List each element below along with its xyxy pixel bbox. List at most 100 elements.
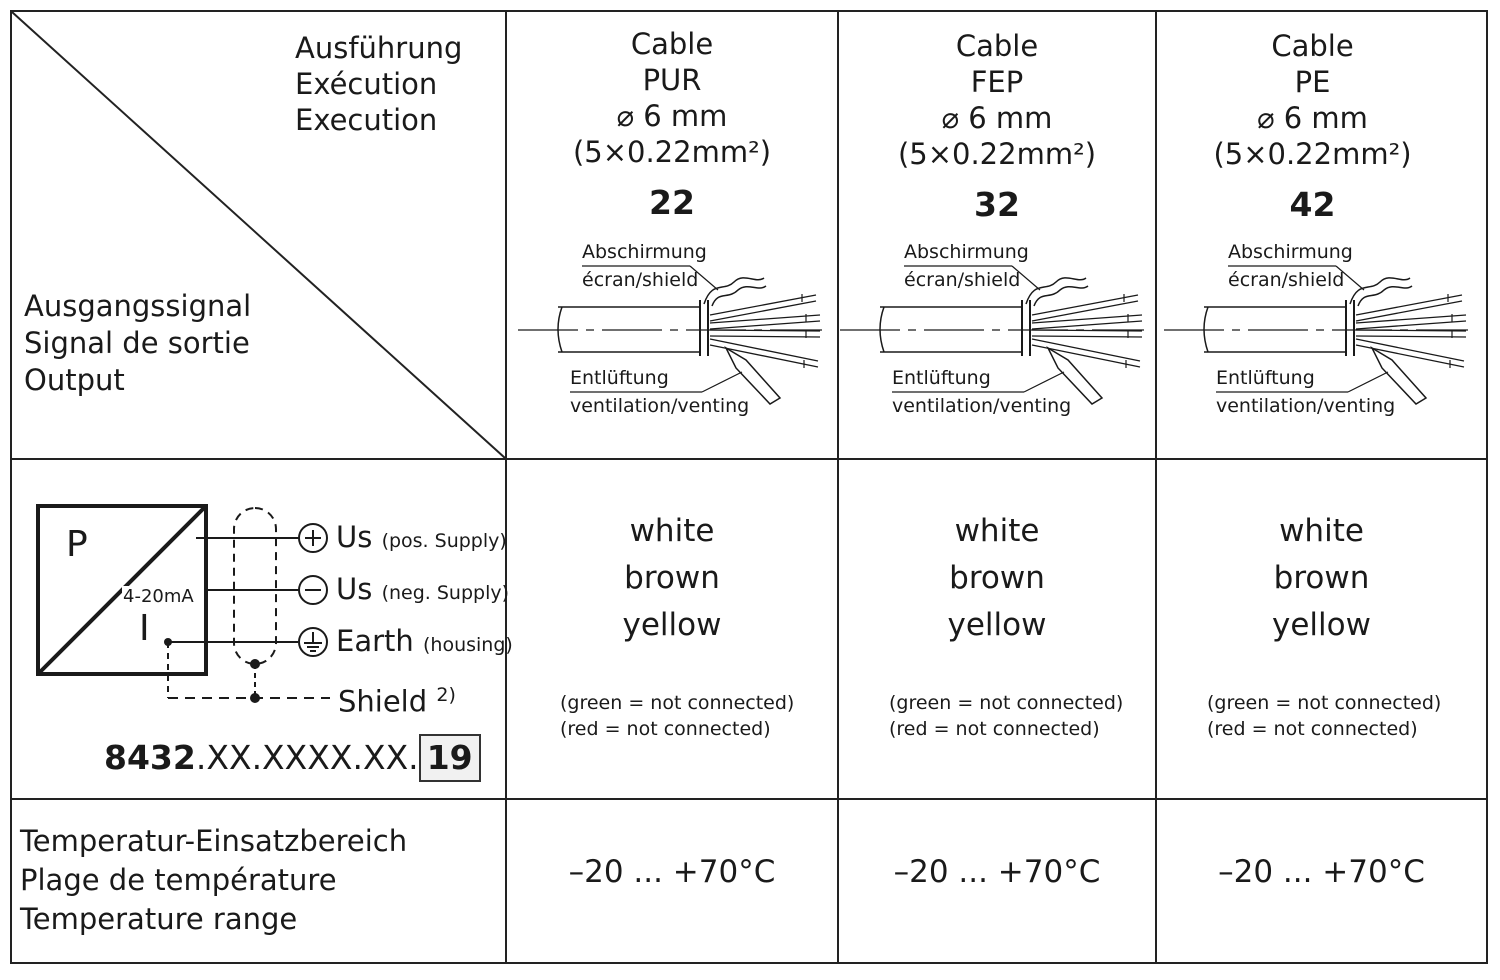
shield-label-de: Abschirmung bbox=[904, 241, 1029, 263]
execution-label: Ausführung Exécution Execution bbox=[295, 30, 462, 138]
output-label-en: Output bbox=[24, 363, 125, 397]
cable-wire bbox=[709, 294, 817, 316]
pin-symbol: Us bbox=[336, 572, 373, 606]
pin-note: (neg. Supply) bbox=[381, 582, 510, 604]
cable-header-pe: Cable PE ⌀ 6 mm (5×0.22mm²) 42 bbox=[1157, 28, 1468, 230]
wiring-notes-fep: (green = not connected) (red = not conne… bbox=[889, 690, 1123, 742]
cable-name: Cable bbox=[955, 29, 1039, 63]
pin-note: (pos. Supply) bbox=[381, 530, 507, 552]
label-leader bbox=[701, 371, 743, 393]
row-divider bbox=[10, 798, 1488, 800]
wire-note: (green = not connected) bbox=[560, 692, 795, 714]
cable-wire bbox=[1031, 294, 1139, 316]
wire-note: (red = not connected) bbox=[889, 718, 1100, 740]
junction-dot bbox=[164, 638, 172, 646]
cable-material: PUR bbox=[642, 63, 702, 97]
cable-wire bbox=[1355, 314, 1467, 324]
wire-color: yellow bbox=[947, 607, 1047, 643]
cable-wire bbox=[1031, 329, 1143, 332]
wiring-colors-fep: white brown yellow bbox=[839, 508, 1155, 649]
cable-name: Cable bbox=[630, 27, 714, 61]
temperature-label-en: Temperature range bbox=[20, 902, 298, 936]
pin-shield: Shield 2) bbox=[338, 678, 456, 719]
wire-color: white bbox=[954, 513, 1040, 549]
cable-cut-end bbox=[1203, 306, 1209, 353]
execution-label-de: Ausführung bbox=[295, 31, 463, 65]
cable-wire bbox=[709, 314, 821, 324]
cable-shield-outline bbox=[233, 507, 277, 665]
cable-name: Cable bbox=[1271, 29, 1354, 63]
wire-note: (green = not connected) bbox=[889, 692, 1124, 714]
pin-note: (housing) bbox=[423, 634, 513, 656]
temperature-value-pur: –20 ... +70°C bbox=[568, 854, 776, 890]
temperature-value-pe: –20 ... +70°C bbox=[1218, 854, 1425, 890]
cable-wire bbox=[1031, 338, 1141, 362]
cable-wire bbox=[709, 329, 821, 332]
label-leader bbox=[689, 265, 719, 291]
label-leader bbox=[1023, 371, 1065, 393]
cable-wire bbox=[1355, 300, 1463, 322]
cable-cut-end bbox=[879, 306, 885, 353]
cable-wire bbox=[709, 300, 817, 322]
label-leader bbox=[1347, 371, 1389, 393]
cable-wire bbox=[709, 320, 821, 330]
cable-code: 22 bbox=[649, 183, 695, 222]
cable-diameter: ⌀ 6 mm bbox=[616, 99, 728, 133]
pin-negative-supply: Us (neg. Supply) bbox=[336, 572, 509, 610]
wiring-notes-pe: (green = not connected) (red = not conne… bbox=[1207, 690, 1441, 742]
wire-color: white bbox=[629, 513, 715, 549]
cable-wire bbox=[1355, 329, 1467, 332]
shield-braid bbox=[703, 277, 765, 305]
wire-note: (green = not connected) bbox=[1207, 692, 1442, 714]
temperature-label-de: Temperatur-Einsatzbereich bbox=[20, 824, 408, 858]
column-divider bbox=[1155, 10, 1157, 964]
cable-wire bbox=[1355, 335, 1467, 338]
model-variable-part: .XX.XXXX.XX. bbox=[195, 738, 419, 777]
minus-terminal-icon bbox=[298, 575, 328, 605]
temperature-label-fr: Plage de température bbox=[20, 863, 337, 897]
cable-cores: (5×0.22mm²) bbox=[1213, 137, 1412, 171]
cable-header-pur: Cable PUR ⌀ 6 mm (5×0.22mm²) 22 bbox=[507, 26, 837, 228]
column-divider bbox=[505, 10, 507, 964]
cable-code: 42 bbox=[1289, 185, 1336, 224]
pin-symbol: Us bbox=[336, 520, 373, 554]
venting-label-fr-en: ventilation/venting bbox=[570, 395, 750, 417]
signal-label: 4-20mA bbox=[122, 586, 195, 607]
shield-label-de: Abschirmung bbox=[582, 241, 707, 263]
venting-label-de: Entlüftung bbox=[570, 367, 669, 389]
table-frame bbox=[10, 10, 1488, 964]
wire-note: (red = not connected) bbox=[1207, 718, 1418, 740]
model-prefix: 8432 bbox=[104, 738, 196, 777]
vent-tube bbox=[1370, 346, 1428, 405]
venting-label-fr-en: ventilation/venting bbox=[892, 395, 1072, 417]
cable-code: 32 bbox=[974, 185, 1020, 224]
vent-tube bbox=[1046, 346, 1104, 405]
p-label: P bbox=[66, 524, 88, 565]
venting-label-de: Entlüftung bbox=[892, 367, 991, 389]
wiring-notes-pur: (green = not connected) (red = not conne… bbox=[560, 690, 794, 742]
pin-footnote: 2) bbox=[436, 684, 456, 706]
row-divider bbox=[10, 458, 1488, 460]
shield-braid bbox=[1357, 285, 1413, 307]
temperature-label: Temperatur-Einsatzbereich Plage de tempé… bbox=[20, 822, 407, 939]
cable-wire bbox=[1355, 320, 1467, 330]
cable-wire bbox=[1031, 314, 1143, 324]
execution-label-fr: Exécution bbox=[295, 67, 438, 101]
cable-wire bbox=[1355, 294, 1463, 316]
cable-material: FEP bbox=[970, 65, 1024, 99]
output-label-fr: Signal de sortie bbox=[24, 326, 250, 360]
cable-cores: (5×0.22mm²) bbox=[572, 135, 772, 169]
pin-symbol: Shield bbox=[338, 684, 428, 719]
wiring-colors-pur: white brown yellow bbox=[507, 508, 837, 649]
label-leader bbox=[1011, 265, 1041, 291]
cable-cut-end bbox=[557, 306, 563, 353]
execution-label-en: Execution bbox=[295, 103, 438, 137]
cable-wire bbox=[1031, 300, 1139, 322]
wire-color: white bbox=[1279, 513, 1364, 549]
shield-label-de: Abschirmung bbox=[1228, 241, 1353, 263]
cable-wire bbox=[1355, 338, 1465, 362]
cable-wire bbox=[1031, 320, 1143, 330]
pin-symbol: Earth bbox=[336, 624, 414, 658]
